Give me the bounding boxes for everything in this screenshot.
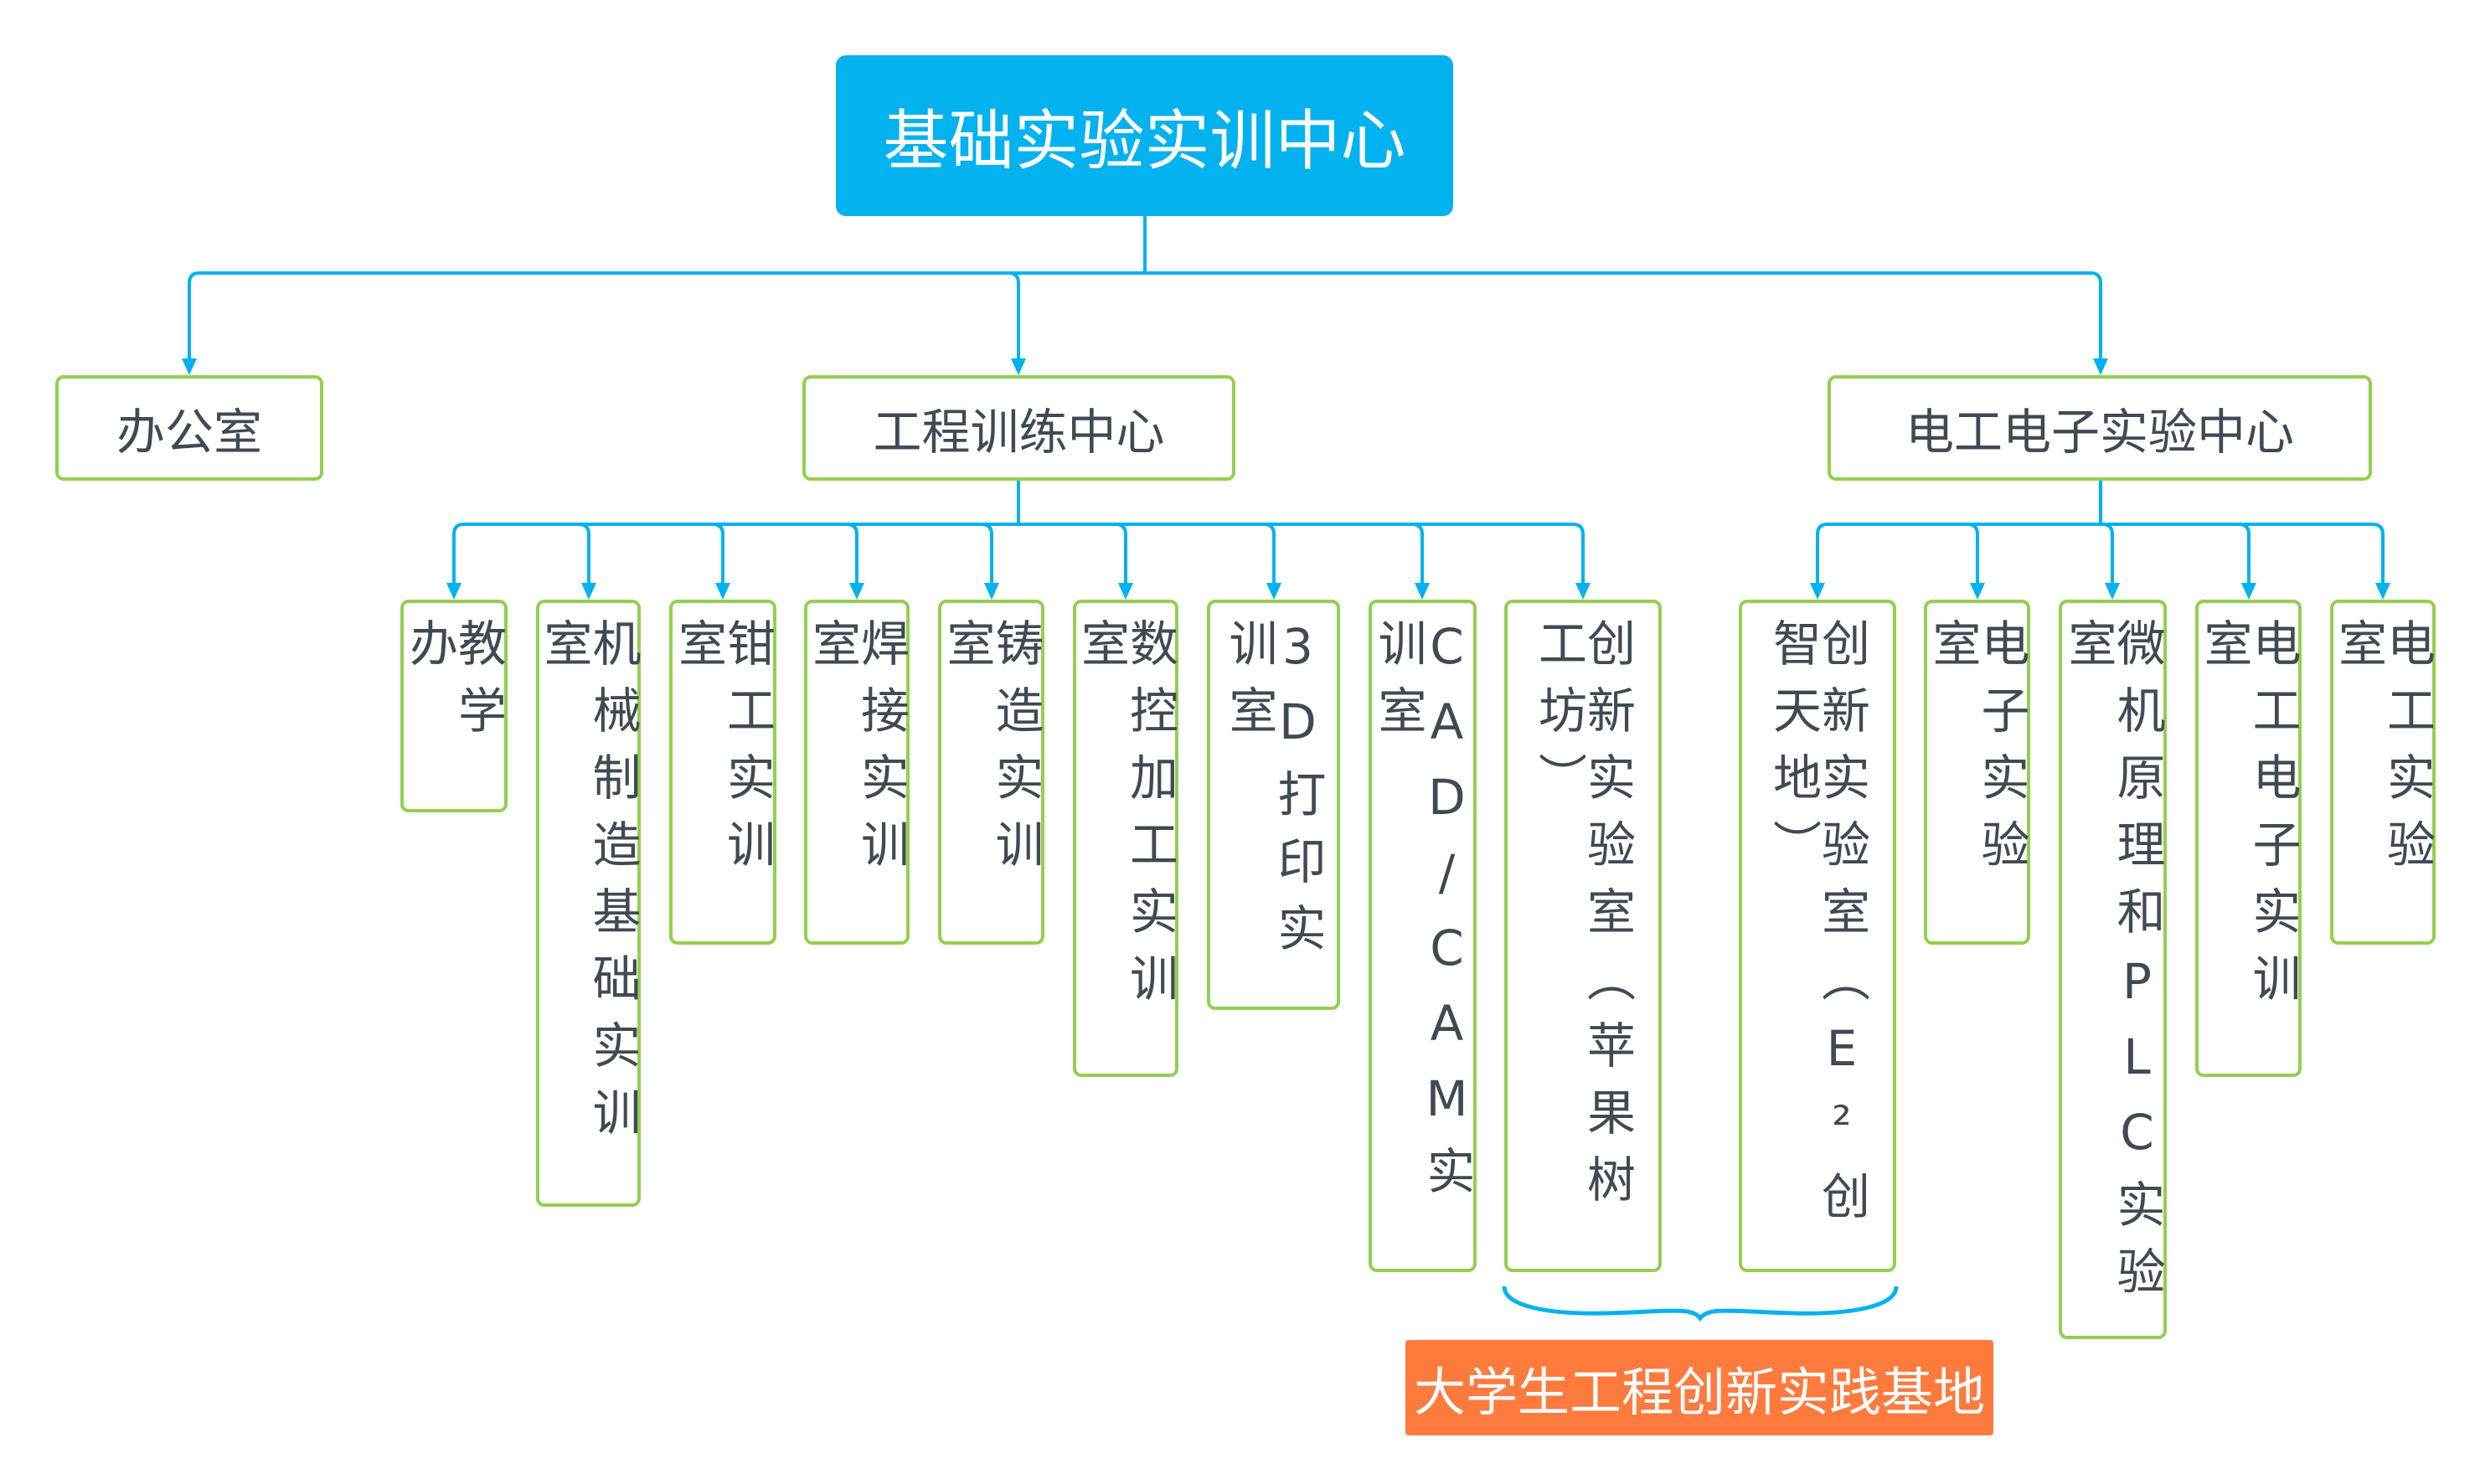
root-link-arrow-icon-2 bbox=[2093, 358, 2108, 375]
elec-link-arrow-icon-1 bbox=[1970, 583, 1985, 600]
eng-link-branch-8 bbox=[1572, 523, 1585, 585]
elec-link-branch-0 bbox=[1816, 523, 1828, 585]
leaf-label: 铸造实训室 bbox=[938, 618, 1044, 886]
leaf-label: 微机原理和PLC实验室 bbox=[2060, 618, 2166, 1313]
leaf-cad-cam[interactable]: CAD/CAM实训室 bbox=[1369, 600, 1477, 1272]
root-link-branch-2 bbox=[2090, 271, 2102, 360]
eng-link-arrow-icon-7 bbox=[1415, 583, 1430, 600]
leaf-label: 教学办 bbox=[401, 618, 507, 752]
node-engineering-center[interactable]: 工程训练中心 bbox=[802, 375, 1235, 481]
elec-link-arrow-icon-3 bbox=[2241, 583, 2256, 600]
leaf-label: 机械制造基础实训室 bbox=[535, 618, 642, 1154]
elec-link-branch-3 bbox=[2238, 523, 2251, 585]
root-link-branch-0 bbox=[188, 271, 200, 360]
leaf-label: 电工实验室 bbox=[2330, 618, 2436, 886]
eng-link-arrow-icon-6 bbox=[1266, 583, 1281, 600]
eng-link-branch-3 bbox=[846, 523, 858, 585]
root-link-arrow-icon-1 bbox=[1011, 358, 1026, 375]
leaf-innovation-apple[interactable]: 创新实验室（苹果树工坊） bbox=[1504, 600, 1662, 1272]
elec-link-arrow-icon-0 bbox=[1810, 583, 1825, 600]
eng-link-arrow-icon-1 bbox=[581, 583, 596, 600]
eng-link-arrow-icon-3 bbox=[849, 583, 864, 600]
leaf-microcomputer-plc[interactable]: 微机原理和PLC实验室 bbox=[2059, 600, 2167, 1339]
node-label: 电工电子实验中心 bbox=[1905, 404, 2294, 461]
leaf-cnc[interactable]: 数控加工实训室 bbox=[1073, 600, 1178, 1077]
eng-link-branch-4 bbox=[981, 523, 993, 585]
leaf-electronics-lab[interactable]: 电子实验室 bbox=[1924, 600, 2030, 945]
leaf-innovation-e2[interactable]: 创新实验室（E²创智天地） bbox=[1739, 600, 1896, 1272]
eng-link-arrow-icon-8 bbox=[1575, 583, 1591, 600]
leaf-label: 创新实验室（E²创智天地） bbox=[1765, 618, 1870, 1238]
leaf-fitter[interactable]: 钳工实训室 bbox=[669, 600, 776, 945]
root-label: 基础实验实训中心 bbox=[883, 104, 1406, 179]
elec-link-branch-1 bbox=[1967, 523, 1979, 585]
eng-link-branch-2 bbox=[712, 523, 724, 585]
leaf-label: 电工电子实训室 bbox=[2195, 618, 2302, 1020]
elec-link-branch-4 bbox=[2372, 523, 2385, 585]
leaf-label: 3D打印实训室 bbox=[1220, 618, 1327, 970]
leaf-welding[interactable]: 焊接实训室 bbox=[804, 600, 910, 945]
eng-link-branch-1 bbox=[578, 523, 590, 585]
elec-link-arrow-icon-4 bbox=[2375, 583, 2390, 600]
leaf-label: 创新实验室（苹果树工坊） bbox=[1530, 618, 1636, 1221]
tag-label: 大学生工程创新实践基地 bbox=[1413, 1362, 1985, 1423]
leaf-label: CAD/CAM实训室 bbox=[1369, 618, 1476, 1213]
eng-link-branch-0 bbox=[452, 523, 465, 585]
eng-link-arrow-icon-2 bbox=[715, 583, 730, 600]
elec-link-branch-2 bbox=[2101, 523, 2114, 585]
eng-link-branch-5 bbox=[1115, 523, 1127, 585]
innovation-base-tag[interactable]: 大学生工程创新实践基地 bbox=[1405, 1340, 1993, 1435]
leaf-3d-printing[interactable]: 3D打印实训室 bbox=[1207, 600, 1340, 1010]
node-electrical-center[interactable]: 电工电子实验中心 bbox=[1828, 375, 2372, 481]
eng-link-arrow-icon-4 bbox=[984, 583, 999, 600]
node-office[interactable]: 办公室 bbox=[55, 375, 323, 481]
eng-link-branch-7 bbox=[1411, 523, 1424, 585]
group-brace bbox=[1502, 1286, 1899, 1322]
eng-link-arrow-icon-5 bbox=[1118, 583, 1133, 600]
leaf-casting[interactable]: 铸造实训室 bbox=[938, 600, 1044, 945]
leaf-label: 电子实验室 bbox=[1924, 618, 2030, 886]
leaf-teaching-office[interactable]: 教学办 bbox=[400, 600, 508, 812]
root-node[interactable]: 基础实验实训中心 bbox=[836, 55, 1453, 216]
elec-link-arrow-icon-2 bbox=[2105, 583, 2120, 600]
node-label: 办公室 bbox=[116, 404, 262, 461]
leaf-electrical-lab[interactable]: 电工实验室 bbox=[2330, 600, 2436, 945]
leaf-electrical-training[interactable]: 电工电子实训室 bbox=[2195, 600, 2302, 1077]
leaf-label: 钳工实训室 bbox=[670, 618, 776, 886]
leaf-label: 数控加工实训室 bbox=[1073, 618, 1178, 1020]
eng-link-arrow-icon-0 bbox=[446, 583, 461, 600]
eng-link-branch-6 bbox=[1263, 523, 1276, 585]
root-link-branch-1 bbox=[1008, 271, 1020, 360]
leaf-label: 焊接实训室 bbox=[804, 618, 910, 886]
node-label: 工程训练中心 bbox=[873, 404, 1165, 461]
leaf-mech-manufacturing[interactable]: 机械制造基础实训室 bbox=[535, 600, 642, 1207]
root-link-arrow-icon-0 bbox=[182, 358, 197, 375]
